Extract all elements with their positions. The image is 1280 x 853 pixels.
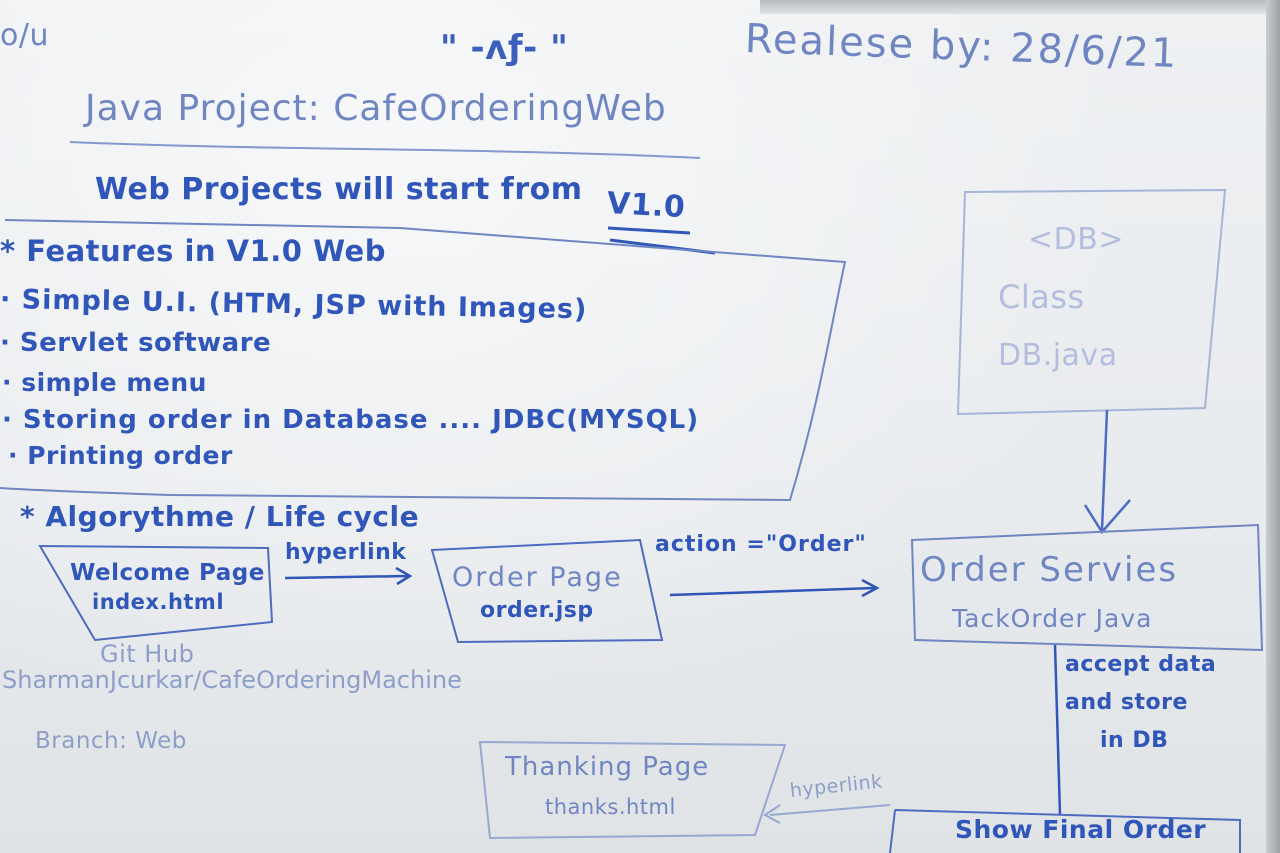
- welcome-title: Welcome Page: [70, 560, 265, 586]
- start-text: Web Projects will start from: [95, 172, 583, 207]
- algorithm-heading: * Algorythme / Life cycle: [20, 500, 420, 533]
- version-label: V1.0: [606, 186, 687, 226]
- top-squiggle: " -ᴧƒ- ": [440, 28, 569, 68]
- order-service-title: Order Servies: [920, 550, 1179, 590]
- board-frame-right: [1266, 0, 1280, 853]
- accept-line: accept data: [1065, 652, 1217, 677]
- thanking-title: Thanking Page: [505, 752, 710, 782]
- accept-line: and store: [1065, 690, 1188, 715]
- features-heading: * Features in V1.0 Web: [0, 234, 386, 268]
- accept-line: in DB: [1100, 728, 1169, 753]
- db-line3: DB.java: [998, 338, 1118, 373]
- corner-text: o/u: [0, 18, 49, 53]
- github-line3: Branch: Web: [35, 728, 187, 754]
- feature-item: · Printing order: [8, 441, 233, 470]
- github-line2: SharmanJcurkar/CafeOrderingMachine: [2, 666, 462, 694]
- order-page-file: order.jsp: [480, 598, 594, 623]
- welcome-file: index.html: [92, 590, 225, 614]
- order-service-file: TackOrder Java: [952, 604, 1153, 633]
- feature-item: · Storing order in Database .... JDBC(MY…: [2, 405, 700, 435]
- hyperlink-label: hyperlink: [285, 540, 407, 565]
- project-title: Java Project: CafeOrderingWeb: [85, 88, 667, 129]
- show-final-order: Show Final Order: [955, 815, 1207, 844]
- github-line1: Git Hub: [100, 640, 195, 668]
- db-line1: <DB>: [1028, 222, 1124, 257]
- action-label: action ="Order": [655, 532, 867, 557]
- feature-item: · simple menu: [2, 368, 207, 397]
- feature-item: · Servlet software: [0, 328, 272, 358]
- order-page-title: Order Page: [452, 562, 623, 593]
- db-line2: Class: [998, 278, 1085, 316]
- thanking-file: thanks.html: [545, 795, 676, 819]
- board-frame-top: [760, 0, 1280, 14]
